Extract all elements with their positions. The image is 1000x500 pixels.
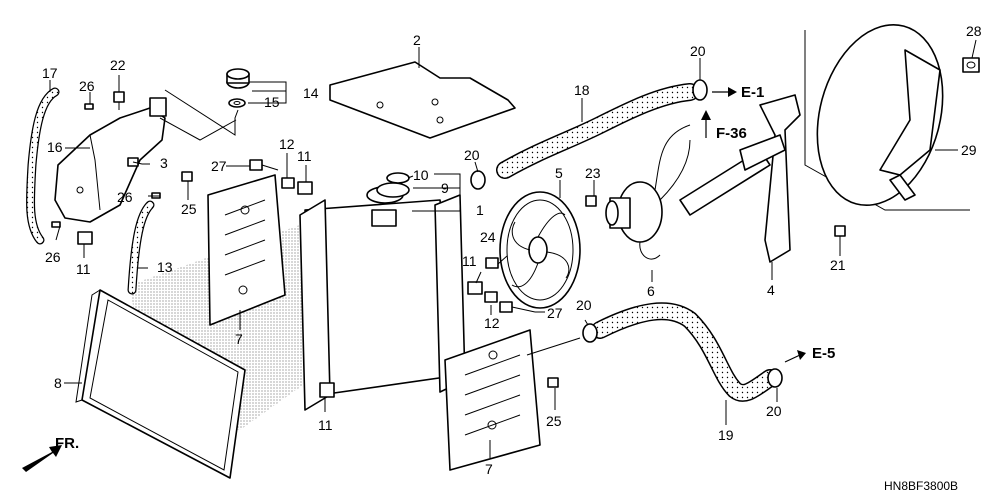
callout-labels: 2 17 26 22 16 3 26 26 11 13 14 15 27 12 … (42, 23, 982, 477)
callout-20-lower-right: 20 (766, 403, 782, 419)
callout-7-left: 7 (235, 331, 243, 347)
callout-8: 8 (54, 375, 62, 391)
grommet-11-tank (77, 231, 93, 245)
callout-22: 22 (110, 57, 126, 73)
callout-11-fan: 11 (462, 253, 477, 269)
cap-washer (228, 98, 246, 108)
ref-arrow-f36: F-36 (701, 110, 747, 142)
callout-19: 19 (718, 427, 734, 443)
ref-arrow-e5: E-5 (784, 345, 835, 363)
callout-25-top: 25 (181, 201, 197, 217)
grommet-28 (962, 57, 980, 73)
callout-24: 24 (480, 229, 496, 245)
callout-20-lower-left: 20 (576, 297, 592, 313)
collar-12-fan (484, 291, 498, 303)
hose-clip-26-left (51, 221, 61, 228)
callout-11-tank: 11 (76, 261, 91, 277)
grommet-11-fan (467, 281, 483, 295)
callout-20-upper-left: 20 (464, 147, 480, 163)
bolt-22 (113, 91, 125, 110)
fan-shroud-bracket (679, 94, 801, 263)
fan-shroud-inset (804, 23, 970, 211)
bolt-27-fan (499, 301, 536, 313)
collar-12-top (281, 177, 295, 189)
callout-10: 10 (413, 167, 429, 183)
hose-clamp-20-lower-left (582, 323, 598, 343)
grommet-11-top (297, 181, 313, 195)
callout-27-fan: 27 (547, 305, 563, 321)
callout-15: 15 (264, 94, 280, 110)
ref-label-e1: E-1 (741, 84, 764, 101)
callout-26-top: 26 (79, 78, 95, 94)
bolt-21 (834, 225, 846, 237)
callout-3: 3 (160, 155, 168, 171)
callout-28: 28 (966, 23, 982, 39)
diagram-code: HN8BF3800B (884, 479, 958, 493)
front-label: FR. (55, 435, 79, 452)
radiator-screen (75, 289, 246, 479)
bolt-25-bottom (547, 377, 559, 388)
callout-4: 4 (767, 282, 775, 298)
callout-12-top: 12 (279, 136, 295, 152)
left-shroud-plate (207, 174, 286, 326)
callout-16: 16 (47, 139, 63, 155)
cooling-fan (499, 191, 581, 309)
right-shroud-plate (444, 329, 541, 471)
front-direction-arrow: FR. (22, 435, 79, 472)
radiator-cap (376, 182, 410, 198)
callout-11-bottom: 11 (318, 417, 333, 433)
reserve-tank-cap (226, 68, 250, 89)
callout-7-right: 7 (485, 461, 493, 477)
hose-clamp-20-upper-right (692, 79, 708, 101)
reserve-tank (54, 97, 167, 223)
callout-20-upper-right: 20 (690, 43, 706, 59)
callout-13: 13 (157, 259, 173, 275)
callout-29: 29 (961, 142, 977, 158)
callout-18: 18 (574, 82, 590, 98)
ref-label-f36: F-36 (716, 125, 747, 142)
ref-arrow-e1: E-1 (712, 84, 764, 101)
callout-12-fan: 12 (484, 315, 500, 331)
bolt-25-top (181, 171, 193, 182)
radiator-cap-seal (386, 172, 410, 184)
ref-label-e5: E-5 (812, 345, 835, 362)
leader-lines (49, 39, 977, 458)
callout-21: 21 (830, 257, 846, 273)
callout-1: 1 (476, 202, 484, 218)
hose-clamp-20-lower-right (767, 368, 783, 388)
radiator (299, 186, 466, 411)
nut-24 (485, 257, 499, 269)
hose-clamp-20-upper-left (470, 170, 486, 190)
bolt-27-top (249, 159, 279, 171)
callout-11-top: 11 (297, 148, 312, 164)
callout-17: 17 (42, 65, 58, 81)
callout-27-top: 27 (211, 158, 227, 174)
callout-6: 6 (647, 283, 655, 299)
callout-26-left: 26 (45, 249, 61, 265)
callout-5: 5 (555, 165, 563, 181)
callout-25-bottom: 25 (546, 413, 562, 429)
grommet-11-bottom (319, 382, 335, 398)
fan-motor (605, 124, 691, 260)
callout-2: 2 (413, 32, 421, 48)
callout-23: 23 (585, 165, 601, 181)
callout-26-mid: 26 (117, 189, 133, 205)
callout-14: 14 (303, 85, 319, 101)
callout-9: 9 (441, 180, 449, 196)
bolt-23 (585, 195, 597, 207)
radiator-cover-plate (329, 61, 516, 139)
hose-clip-26-top (84, 103, 94, 110)
